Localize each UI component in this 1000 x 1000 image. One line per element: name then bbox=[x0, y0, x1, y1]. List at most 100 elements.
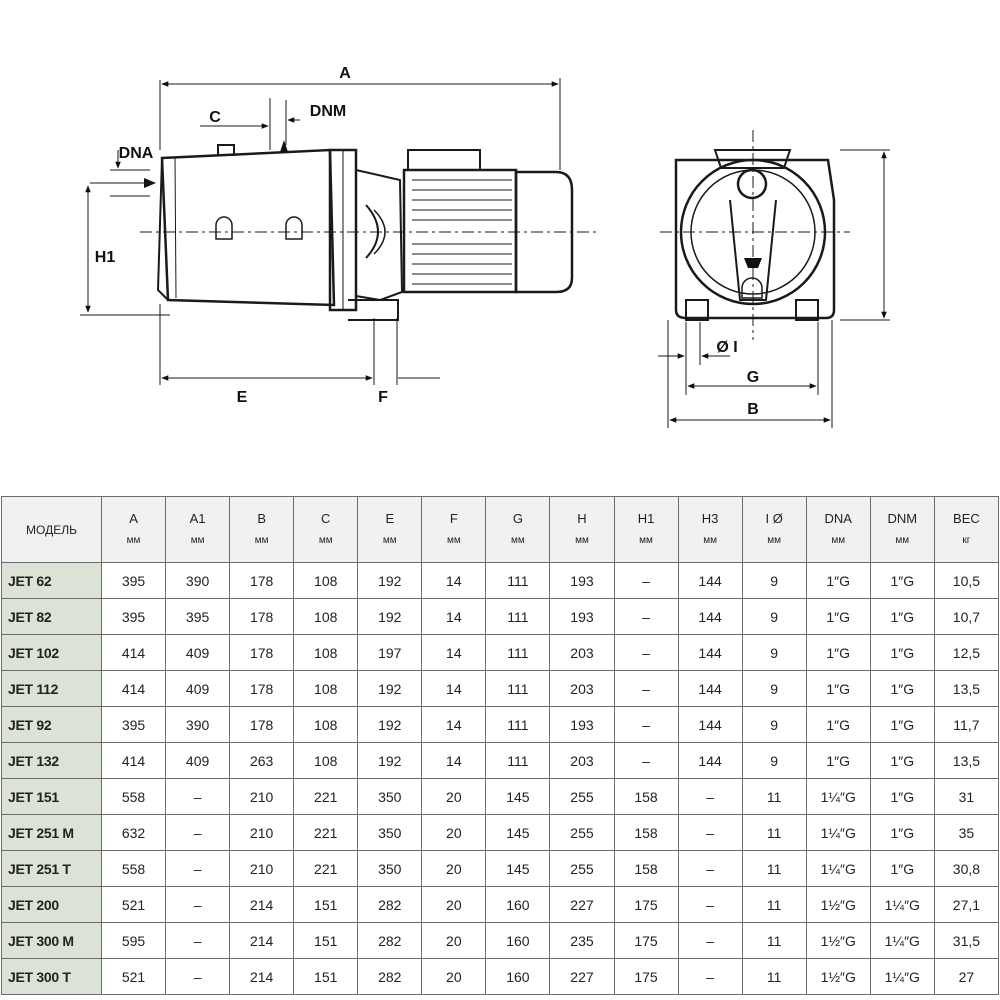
table-cell: 255 bbox=[549, 778, 615, 815]
table-cell: 414 bbox=[100, 742, 167, 779]
table-cell: – bbox=[677, 814, 743, 851]
table-cell: 145 bbox=[485, 778, 551, 815]
table-cell: 193 bbox=[549, 598, 615, 635]
column-unit: мм bbox=[575, 534, 589, 546]
model-cell: JET 62 bbox=[1, 562, 102, 599]
label-b: B bbox=[747, 401, 759, 418]
table-cell: 390 bbox=[165, 706, 231, 743]
table-cell: 1″G bbox=[869, 598, 935, 635]
label-h1: H1 bbox=[95, 249, 116, 266]
table-cell: 178 bbox=[229, 562, 295, 599]
table-cell: 1¼″G bbox=[869, 886, 935, 923]
column-unit: мм bbox=[190, 534, 205, 546]
pump-front-outline bbox=[674, 158, 836, 320]
table-cell: 9 bbox=[741, 634, 807, 671]
table-cell: 1″G bbox=[869, 670, 935, 707]
table-cell: – bbox=[613, 562, 679, 599]
table-cell: 1¼″G bbox=[805, 814, 871, 851]
table-cell: 11 bbox=[741, 778, 807, 815]
column-unit: мм bbox=[511, 534, 525, 546]
table-cell: 13,5 bbox=[933, 742, 1000, 779]
table-cell: 409 bbox=[165, 634, 231, 671]
table-cell: 108 bbox=[293, 634, 359, 671]
table-cell: 192 bbox=[357, 706, 423, 743]
column-name: C bbox=[321, 510, 331, 526]
table-cell: 9 bbox=[741, 562, 807, 599]
table-cell: 1″G bbox=[869, 778, 935, 815]
column-name: E bbox=[385, 510, 395, 526]
table-cell: 193 bbox=[549, 562, 615, 599]
table-cell: 1″G bbox=[805, 706, 871, 743]
table-cell: – bbox=[677, 778, 743, 815]
column-name: H1 bbox=[637, 510, 655, 526]
table-cell: 9 bbox=[741, 742, 807, 779]
model-cell: JET 82 bbox=[1, 598, 102, 635]
table-cell: 1″G bbox=[869, 850, 935, 887]
table-cell: 27,1 bbox=[933, 886, 1000, 923]
table-cell: 144 bbox=[677, 634, 743, 671]
column-name: H3 bbox=[701, 510, 719, 526]
table-cell: 9 bbox=[741, 598, 807, 635]
label-dnm: DNM bbox=[310, 103, 346, 120]
column-name: ВЕС bbox=[953, 510, 980, 526]
table-cell: 20 bbox=[421, 886, 487, 923]
table-cell: – bbox=[165, 886, 231, 923]
column-name: A bbox=[129, 510, 138, 526]
table-cell: 175 bbox=[613, 958, 679, 995]
column-unit: кг bbox=[962, 534, 971, 546]
table-cell: 263 bbox=[229, 742, 295, 779]
table-cell: 10,5 bbox=[933, 562, 1000, 599]
table-cell: 390 bbox=[165, 562, 231, 599]
table-cell: 178 bbox=[229, 598, 295, 635]
table-cell: 1½″G bbox=[805, 922, 871, 959]
table-cell: 108 bbox=[293, 706, 359, 743]
table-cell: 14 bbox=[421, 670, 487, 707]
table-cell: 521 bbox=[100, 886, 167, 923]
table-cell: – bbox=[613, 598, 679, 635]
table-cell: 558 bbox=[100, 850, 167, 887]
table-cell: 350 bbox=[357, 850, 423, 887]
model-cell: JET 300 T bbox=[1, 958, 102, 995]
column-name: B bbox=[257, 510, 266, 526]
table-cell: 1″G bbox=[805, 562, 871, 599]
table-cell: 203 bbox=[549, 742, 615, 779]
column-name: F bbox=[449, 510, 458, 526]
table-cell: 1″G bbox=[869, 562, 935, 599]
column-name: DNA bbox=[824, 510, 852, 526]
model-cell: JET 251 T bbox=[1, 850, 102, 887]
table-cell: 31 bbox=[933, 778, 1000, 815]
table-cell: 414 bbox=[100, 670, 167, 707]
table-cell: 12,5 bbox=[933, 634, 1000, 671]
table-cell: – bbox=[613, 742, 679, 779]
table-cell: 27 bbox=[933, 958, 1000, 995]
table-cell: 1¼″G bbox=[869, 922, 935, 959]
table-cell: 14 bbox=[421, 634, 487, 671]
table-cell: 175 bbox=[613, 886, 679, 923]
table-cell: 632 bbox=[100, 814, 167, 851]
table-cell: 192 bbox=[357, 742, 423, 779]
table-cell: 178 bbox=[229, 670, 295, 707]
table-cell: 1″G bbox=[805, 634, 871, 671]
table-cell: – bbox=[165, 922, 231, 959]
table-cell: 1″G bbox=[869, 634, 935, 671]
table-cell: 193 bbox=[549, 706, 615, 743]
pump-dimension-drawing: A C DNM DNA H1 E F Ø I G B bbox=[80, 65, 890, 428]
table-cell: – bbox=[613, 670, 679, 707]
table-cell: 1″G bbox=[805, 598, 871, 635]
table-cell: 144 bbox=[677, 706, 743, 743]
table-cell: 20 bbox=[421, 958, 487, 995]
column-unit: мм bbox=[254, 534, 269, 546]
table-cell: – bbox=[613, 634, 679, 671]
